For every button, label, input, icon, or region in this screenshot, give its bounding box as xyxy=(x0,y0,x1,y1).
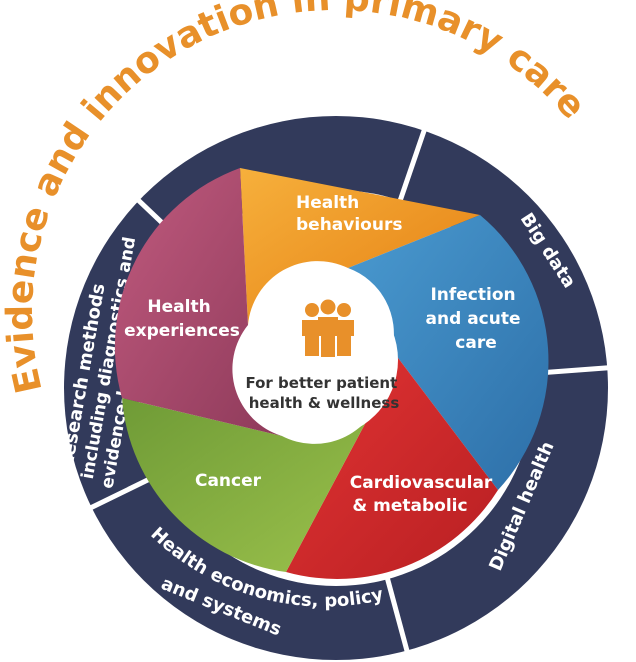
inner-label-cancer: Cancer xyxy=(195,471,262,491)
inner-label-health-behaviours: Health behaviours xyxy=(296,193,402,235)
segment-health-behaviours xyxy=(240,168,480,325)
center-caption: For better patient health & wellness xyxy=(245,374,402,412)
inner-label-cardiovascular-metabolic: Cardiovascular & metabolic xyxy=(350,473,498,516)
center-circle xyxy=(242,282,398,438)
inner-ring xyxy=(114,168,549,579)
inner-label-infection-acute-care: Infection and acute care xyxy=(426,285,527,353)
people-group-icon xyxy=(302,299,354,357)
segment-infection-acute-care xyxy=(348,215,549,490)
segment-cancer xyxy=(122,392,382,572)
segment-cardiovascular-metabolic xyxy=(286,350,498,579)
inner-label-health-experiences: Health experiences xyxy=(124,297,240,341)
segment-health-experiences xyxy=(114,168,282,436)
